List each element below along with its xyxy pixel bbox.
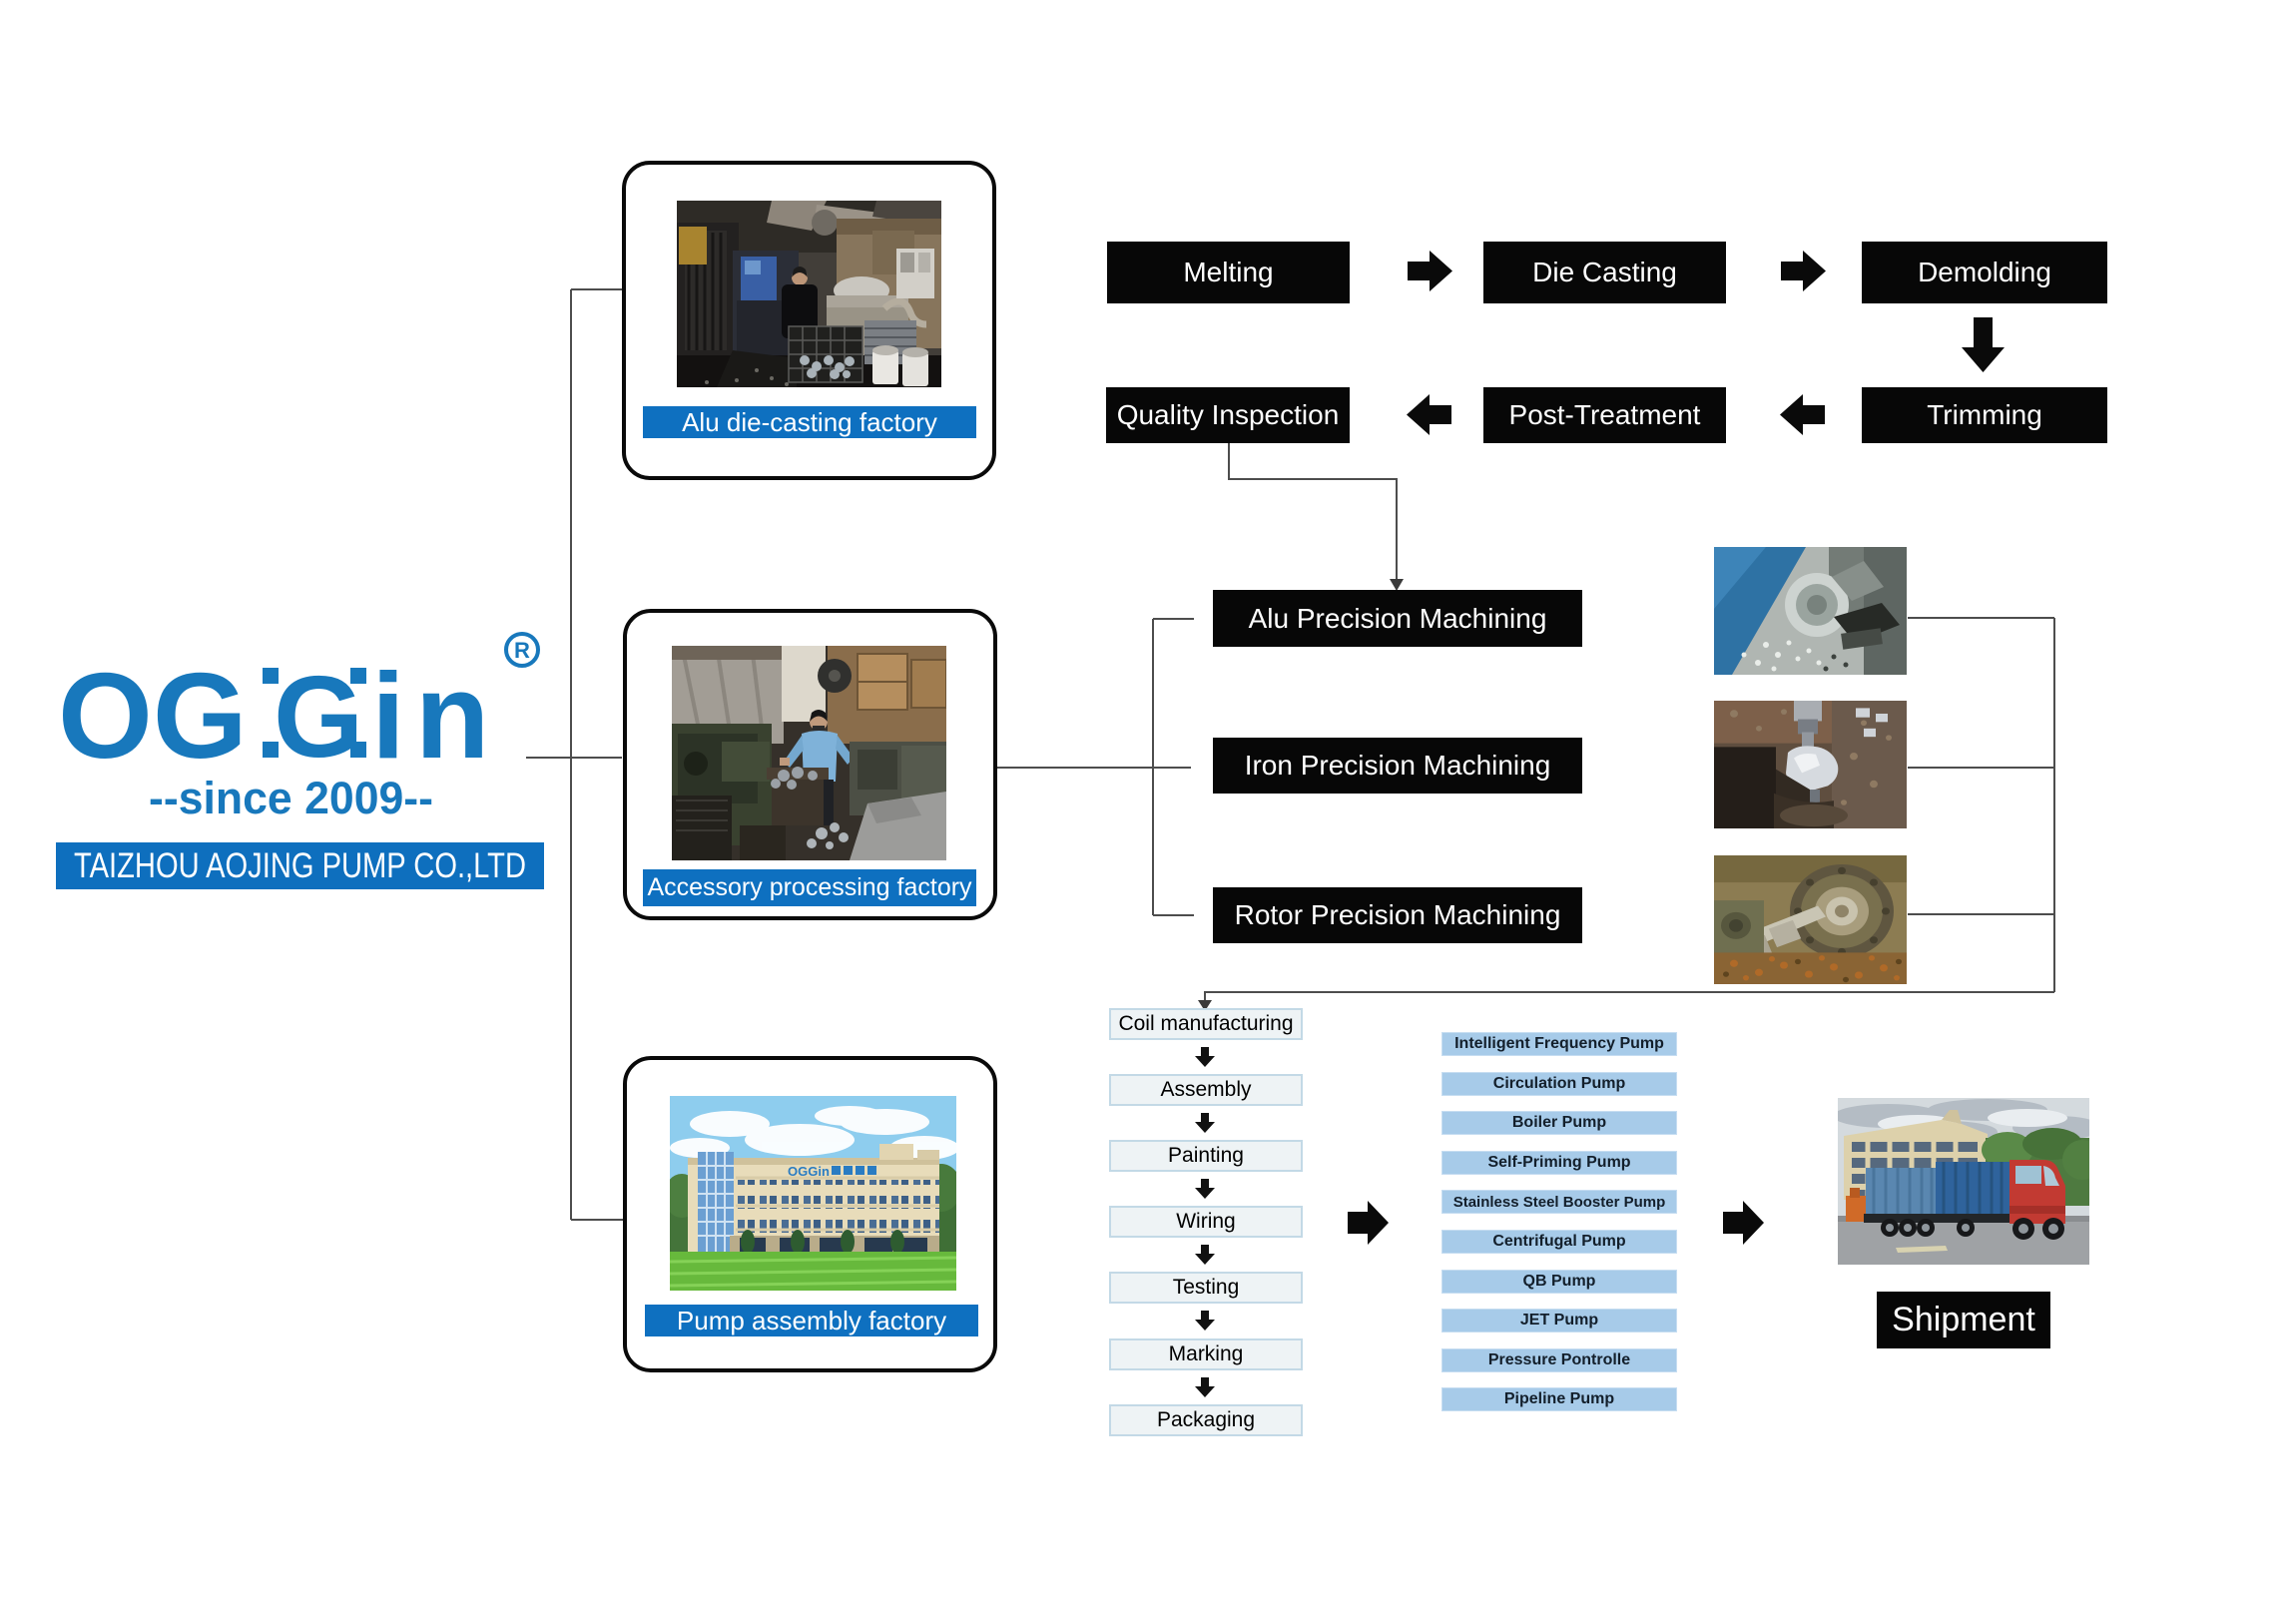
svg-text:OGGin: OGGin <box>788 1164 830 1179</box>
svg-text:in: in <box>371 648 499 784</box>
svg-text:--since 2009--: --since 2009-- <box>149 773 433 823</box>
svg-text:TAIZHOU AOJING PUMP CO.,LTD: TAIZHOU AOJING PUMP CO.,LTD <box>74 846 526 885</box>
svg-text:G: G <box>274 652 363 782</box>
svg-text:R: R <box>514 638 530 663</box>
svg-text:OG: OG <box>58 648 248 784</box>
